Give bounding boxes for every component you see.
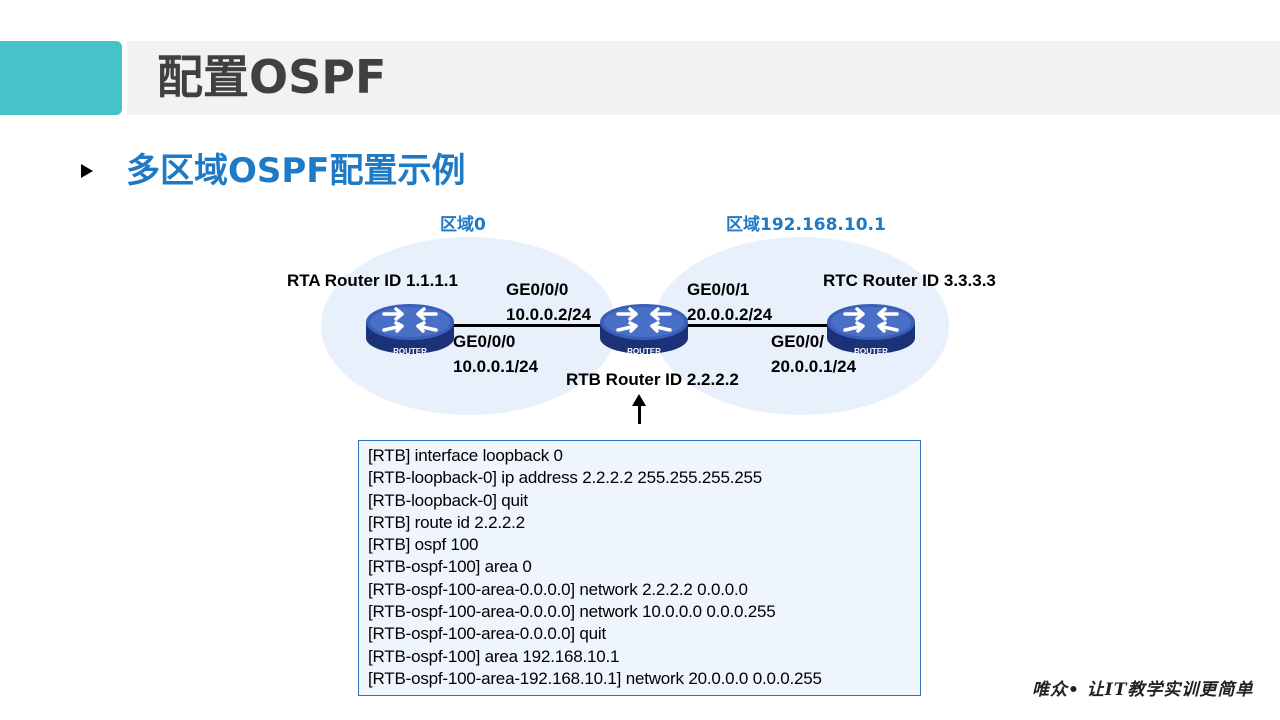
rtb-ge1-name: GE0/0/1 bbox=[687, 280, 750, 299]
bullet-arrow-icon bbox=[81, 164, 93, 178]
rtb-ge1-label: GE0/0/1 20.0.0.2/24 bbox=[687, 277, 772, 327]
up-arrow-icon bbox=[632, 394, 646, 406]
command-line: [RTB-ospf-100-area-0.0.0.0] quit bbox=[368, 624, 607, 644]
rtc-ge-ip: 20.0.0.1/24 bbox=[771, 357, 857, 376]
router-rtc-icon[interactable]: ROUTER bbox=[825, 296, 917, 360]
command-line: [RTB-loopback-0] ip address 2.2.2.2 255.… bbox=[368, 468, 762, 488]
command-line: [RTB-ospf-100-area-0.0.0.0] network 2.2.… bbox=[368, 579, 748, 599]
rta-ge-name: GE0/0/0 bbox=[453, 332, 516, 351]
title-accent-block bbox=[0, 41, 122, 115]
router-rtc-label: RTC Router ID 3.3.3.3 bbox=[823, 271, 996, 290]
router-rta-label: RTA Router ID 1.1.1.1 bbox=[287, 271, 458, 290]
command-line: [RTB] interface loopback 0 bbox=[368, 446, 563, 465]
command-line: [RTB] route id 2.2.2.2 bbox=[368, 512, 525, 532]
slide-title: 配置OSPF bbox=[157, 50, 387, 104]
area-0-label: 区域0 bbox=[440, 215, 486, 235]
router-rta-icon[interactable]: ROUTER bbox=[364, 296, 456, 360]
router-rtc-icon-text: ROUTER bbox=[854, 347, 888, 356]
rtb-ge1-ip: 20.0.0.2/24 bbox=[687, 305, 773, 324]
rtc-ge-label: GE0/0/ 20.0.0.1/24 bbox=[771, 329, 856, 379]
rtc-ge-name: GE0/0/ bbox=[771, 332, 824, 351]
command-line: [RTB-ospf-100] area 0 bbox=[368, 557, 532, 577]
command-line: [RTB] ospf 100 bbox=[368, 535, 479, 555]
router-rta-icon-text: ROUTER bbox=[393, 347, 427, 356]
up-arrow-shaft bbox=[638, 404, 641, 424]
rtb-ge0-ip: 10.0.0.2/24 bbox=[506, 305, 592, 324]
footer-slogan: 唯众• 让IT教学实训更简单 bbox=[1032, 680, 1254, 700]
router-rtb-icon[interactable]: ROUTER bbox=[598, 296, 690, 360]
rtb-ge0-label: GE0/0/0 10.0.0.2/24 bbox=[506, 277, 591, 327]
command-line: [RTB-loopback-0] quit bbox=[368, 490, 528, 510]
router-rtb-label: RTB Router ID 2.2.2.2 bbox=[566, 370, 739, 389]
link-rta-rtb bbox=[430, 324, 630, 327]
title-bar bbox=[127, 41, 1280, 115]
rta-ge-ip: 10.0.0.1/24 bbox=[453, 357, 539, 376]
command-line: [RTB-ospf-100] area 192.168.10.1 bbox=[368, 646, 620, 666]
slide-subtitle: 多区域OSPF配置示例 bbox=[126, 151, 466, 191]
rtb-ge0-name: GE0/0/0 bbox=[506, 280, 569, 299]
rta-ge-label: GE0/0/0 10.0.0.1/24 bbox=[453, 329, 538, 379]
command-line: [RTB-ospf-100-area-192.168.10.1] network… bbox=[368, 668, 822, 688]
area-1-label: 区域192.168.10.1 bbox=[726, 215, 886, 235]
command-line: [RTB-ospf-100-area-0.0.0.0] network 10.0… bbox=[368, 602, 776, 622]
command-box: [RTB] interface loopback 0 [RTB-loopback… bbox=[358, 440, 921, 696]
router-rtb-icon-text: ROUTER bbox=[627, 347, 661, 356]
link-rtb-rtc bbox=[660, 324, 860, 327]
